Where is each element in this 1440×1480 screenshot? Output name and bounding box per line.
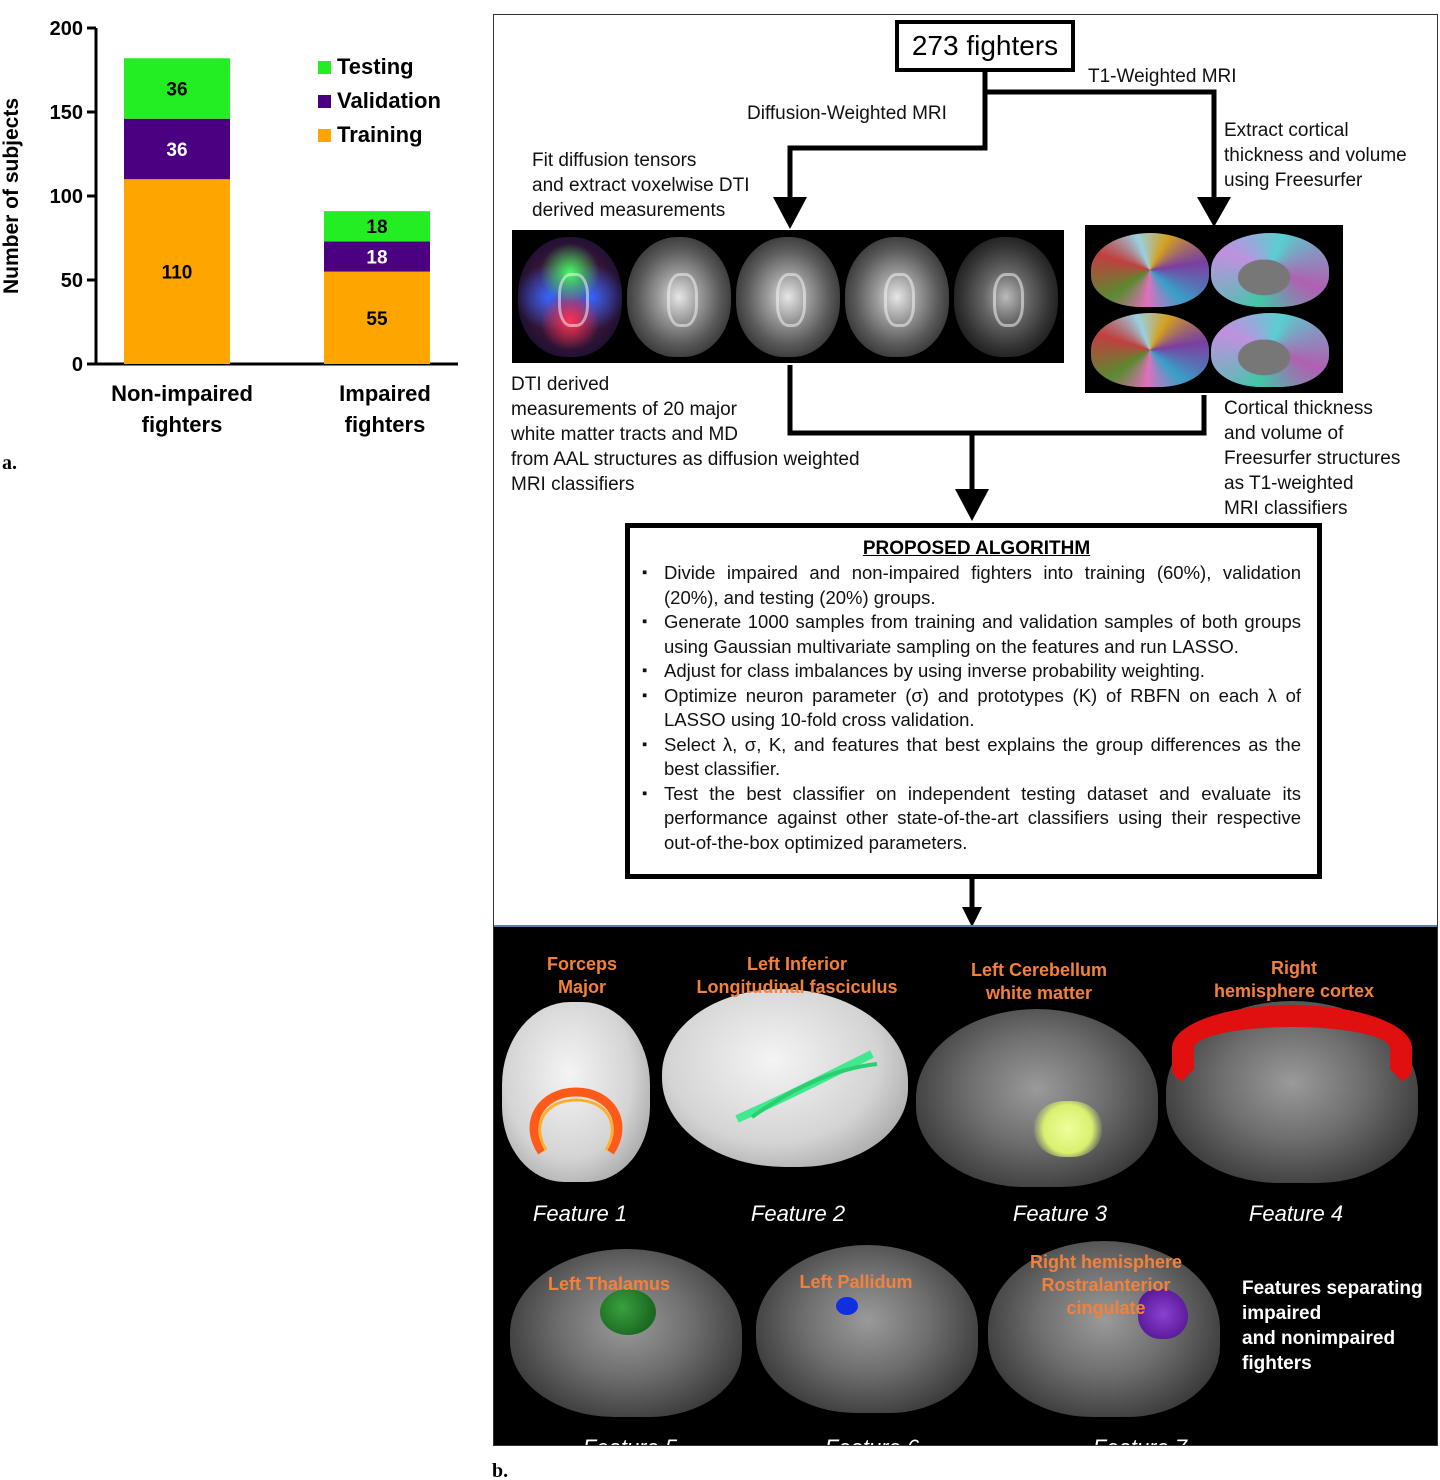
cortex-medial-image-2 [1211,313,1329,387]
y-tick-label: 0 [72,354,83,376]
bar-segment-testing [324,211,430,242]
y-tick-label: 100 [50,186,83,208]
pallidum-region [836,1297,858,1315]
algorithm-steps: Divide impaired and non-impaired fighter… [642,561,1301,855]
y-tick-label: 50 [61,270,83,292]
forceps-major-tract [529,1087,623,1155]
features-separating-note: Features separating impaired and nonimpa… [1242,1278,1423,1374]
cortex-lateral-image-2 [1091,313,1209,387]
feature-1-brain-image [502,1002,650,1182]
thalamus-region [600,1289,656,1335]
feature-6-brain-image [756,1245,978,1413]
algorithm-step: Test the best classifier on independent … [642,782,1301,856]
legend-swatch [318,95,331,108]
algorithm-step: Optimize neuron parameter (σ) and protot… [642,684,1301,733]
dti-map-image-2 [735,236,840,357]
merge-line-right [972,395,1207,436]
bar-data-label: 18 [366,247,387,268]
algorithm-title: PROPOSED ALGORITHM [862,538,1091,559]
right-cortex-region [1172,1005,1412,1091]
y-tick-label: 200 [50,18,83,40]
bar-segment-validation [324,241,430,272]
feature-1-caption: Feature 1 [532,1201,628,1226]
feature-3-brain-image [916,1009,1158,1187]
bar-data-label: 18 [366,217,387,238]
bar-data-label: 55 [366,309,388,330]
feature-4-brain-image [1166,1001,1418,1183]
bar-data-label: 36 [166,140,187,161]
dti-result-text: DTI derived measurements of 20 major whi… [511,374,860,495]
flow-arrows [773,72,1231,925]
legend-label: Validation [337,88,441,113]
arrow-head-t1 [1197,197,1231,227]
branch-t1-line [985,89,1217,199]
arrow-head-dwi [773,197,807,229]
x-category-label: fighters [142,412,223,437]
feature-5-name: Left Thalamus [547,1274,671,1294]
x-category-label: Impaired [339,381,431,406]
cerebellum-white-matter-region [1034,1101,1102,1157]
feature-4-caption: Feature 4 [1248,1201,1344,1226]
dti-map-image-1 [627,236,732,357]
rostral-anterior-cingulate-region [1138,1289,1188,1339]
feature-7-brain-image [988,1241,1220,1417]
feature-7-caption: Feature 7 [1060,1435,1220,1445]
dti-color-fa-image [518,236,623,357]
algorithm-step: Generate 1000 samples from training and … [642,610,1301,659]
dti-map-image-3 [844,236,949,357]
panel-a-label: a. [2,452,17,474]
x-category-label: Non-impaired [111,381,253,406]
algorithm-step: Select λ, σ, K, and features that best e… [642,733,1301,782]
cortical-parcellation-images [1085,225,1343,393]
cortex-lateral-image-1 [1091,233,1209,307]
legend-label: Training [337,122,423,147]
feature-5-brain-image [510,1249,742,1417]
bar-segment-training [324,271,430,364]
cortex-medial-image-1 [1211,233,1329,307]
dwi-branch-label: Diffusion-Weighted MRI [747,103,947,124]
dti-step-text: Fit diffusion tensors and extract voxelw… [532,150,750,221]
legend-swatch [318,61,331,74]
bar-data-label: 36 [166,79,187,100]
legend-swatch [318,129,331,142]
bar-segment-training [124,179,230,364]
panel-b-label: b. [492,1460,509,1480]
feature-3-caption: Feature 3 [1012,1201,1108,1226]
t1-branch-label: T1-Weighted MRI [1088,66,1237,87]
fighters-count-box: 273 fighters [895,20,1075,72]
longitudinal-fasciculus-tract [735,1050,878,1123]
t1-result-text: Cortical thickness and volume of Freesur… [1224,398,1401,519]
freesurfer-step-text: Extract cortical thickness and volume us… [1224,120,1407,191]
legend-label: Testing [337,54,414,79]
algorithm-step: Divide impaired and non-impaired fighter… [642,561,1301,610]
arrow-head-features [962,907,982,925]
dti-map-image-4 [953,236,1058,357]
y-axis-title: Number of subjects [0,98,23,294]
proposed-algorithm-box: PROPOSED ALGORITHM Divide impaired and n… [625,523,1322,879]
arrow-head-algo [955,489,989,521]
feature-6-name: Left Pallidum [799,1272,913,1292]
feature-2-caption: Feature 2 [750,1201,846,1226]
merge-line-left [787,365,972,436]
feature-2-brain-image [662,989,908,1167]
dti-image-strip [512,230,1064,363]
bar-segment-validation [124,118,230,180]
y-tick-label: 150 [50,102,83,124]
bar-segment-testing [124,58,230,119]
bar-data-label: 110 [162,263,193,284]
algorithm-step: Adjust for class imbalances by using inv… [642,659,1301,684]
x-category-label: fighters [345,412,426,437]
feature-6-caption: Feature 6 [792,1435,952,1445]
flowchart-panel: 273 fighters Diffusion-Weighted MRI T1-W… [493,14,1438,1446]
branch-dwi-line [787,72,988,199]
feature-5-caption: Feature 5 [550,1435,710,1445]
